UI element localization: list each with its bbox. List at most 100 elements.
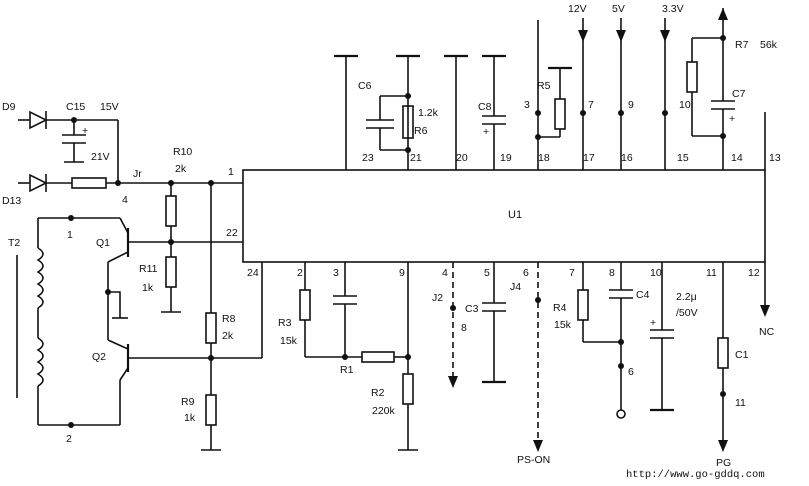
capacitor-c7-gap	[714, 101, 732, 109]
arrow-up-icon	[718, 8, 728, 20]
cap-2u2-rating: /50V	[676, 307, 698, 319]
r2-value: 220k	[372, 405, 396, 417]
junction	[662, 110, 668, 116]
diode-d9	[29, 110, 48, 130]
node-6-label: 6	[628, 366, 634, 378]
ic-u1-body	[242, 169, 766, 263]
junction	[580, 110, 586, 116]
c7-label: C7	[732, 88, 746, 100]
jr-label: Jr	[133, 168, 142, 180]
r8-value: 2k	[222, 330, 234, 342]
r8-label: R8	[222, 313, 236, 325]
component-c1	[717, 337, 729, 369]
pin-label: 17	[583, 152, 595, 164]
pin-label: 20	[456, 152, 468, 164]
node-4-label: 4	[122, 194, 128, 206]
junction	[450, 305, 456, 311]
c15-rating: 21V	[91, 151, 110, 163]
j4-label: J4	[510, 281, 521, 293]
arrow-down-icon	[578, 30, 588, 42]
diode-d13	[29, 173, 48, 193]
r10-value: 2k	[175, 163, 187, 175]
watermark-url: http://www.go-gddq.com	[626, 469, 765, 481]
r3-label: R3	[278, 317, 292, 329]
junction	[405, 147, 411, 153]
nc-label: NC	[759, 326, 775, 338]
pin-label: 14	[731, 152, 743, 164]
r11-label: R11	[139, 263, 158, 275]
node-1-label: 1	[67, 229, 73, 241]
r6-label: R6	[414, 125, 428, 137]
pin-label: 11	[706, 267, 717, 279]
node-3-label: 3	[524, 99, 530, 111]
resistor-r7	[686, 61, 698, 93]
q2-label: Q2	[92, 351, 106, 363]
node-8-label: 8	[461, 322, 467, 334]
resistor-r5	[554, 98, 566, 130]
pin-label: 3	[333, 267, 339, 279]
node-2-label: 2	[66, 433, 72, 445]
cap-2u2-value: 2.2μ	[676, 291, 697, 303]
d13-label: D13	[2, 195, 21, 207]
r7-value: 56k	[760, 39, 778, 51]
junction	[618, 363, 624, 369]
d9-label: D9	[2, 101, 16, 113]
transformer-winding-upper	[36, 247, 44, 309]
plus-sign: +	[729, 113, 735, 125]
t2-label: T2	[8, 237, 20, 249]
q1-label: Q1	[96, 237, 110, 249]
junction	[618, 339, 624, 345]
resistor-jr	[71, 177, 107, 189]
pin-label: 21	[410, 152, 422, 164]
pin-label: 19	[500, 152, 512, 164]
resistor-r8	[205, 312, 217, 344]
r5-label: R5	[537, 80, 551, 92]
ic-u1-label: U1	[508, 209, 522, 221]
pin-label: 13	[769, 152, 781, 164]
transformer-winding-lower	[36, 337, 44, 387]
pin-label: 7	[569, 267, 575, 279]
plus-sign: +	[650, 317, 656, 329]
resistor-r2	[402, 373, 414, 405]
c8-label: C8	[478, 101, 492, 113]
supply-5v-label: 5V	[612, 3, 625, 15]
pin-label: 4	[442, 267, 448, 279]
r7-label: R7	[735, 39, 749, 51]
supply-12v-label: 12V	[568, 3, 587, 15]
c4-label: C4	[636, 289, 650, 301]
resistor-r11	[165, 256, 177, 288]
node-11-label: 11	[735, 397, 746, 409]
arrow-down-icon	[660, 30, 670, 42]
pin-label: 10	[650, 267, 662, 279]
transistor-q1-collector	[119, 217, 129, 234]
pin-label: 12	[748, 267, 760, 279]
arrow-down-icon	[616, 30, 626, 42]
r6-value: 1.2k	[418, 107, 439, 119]
junction	[720, 391, 726, 397]
junction	[405, 93, 411, 99]
resistor-r1	[361, 351, 395, 363]
pin-label: 5	[484, 267, 490, 279]
r9-label: R9	[181, 396, 195, 408]
pin-label: 1	[228, 166, 234, 178]
junction	[405, 354, 411, 360]
c1-label: C1	[735, 349, 749, 361]
pin-label: 2	[297, 267, 303, 279]
plus-sign: +	[82, 125, 88, 137]
transistor-q2-emitter	[107, 339, 129, 350]
resistor-r4	[577, 289, 589, 321]
r4-label: R4	[553, 302, 567, 314]
ps-on-label: PS-ON	[517, 454, 550, 466]
terminal	[616, 409, 626, 419]
junction	[535, 110, 541, 116]
r3-value: 15k	[280, 335, 298, 347]
transistor-q1-emitter	[107, 251, 129, 263]
pin-label: 6	[523, 267, 529, 279]
r10-label: R10	[173, 146, 192, 158]
r9-value: 1k	[184, 412, 196, 424]
pin-label: 24	[247, 267, 259, 279]
node-7-label: 7	[588, 99, 594, 111]
arrow-down-icon	[760, 305, 770, 317]
pg-label: PG	[716, 457, 731, 469]
